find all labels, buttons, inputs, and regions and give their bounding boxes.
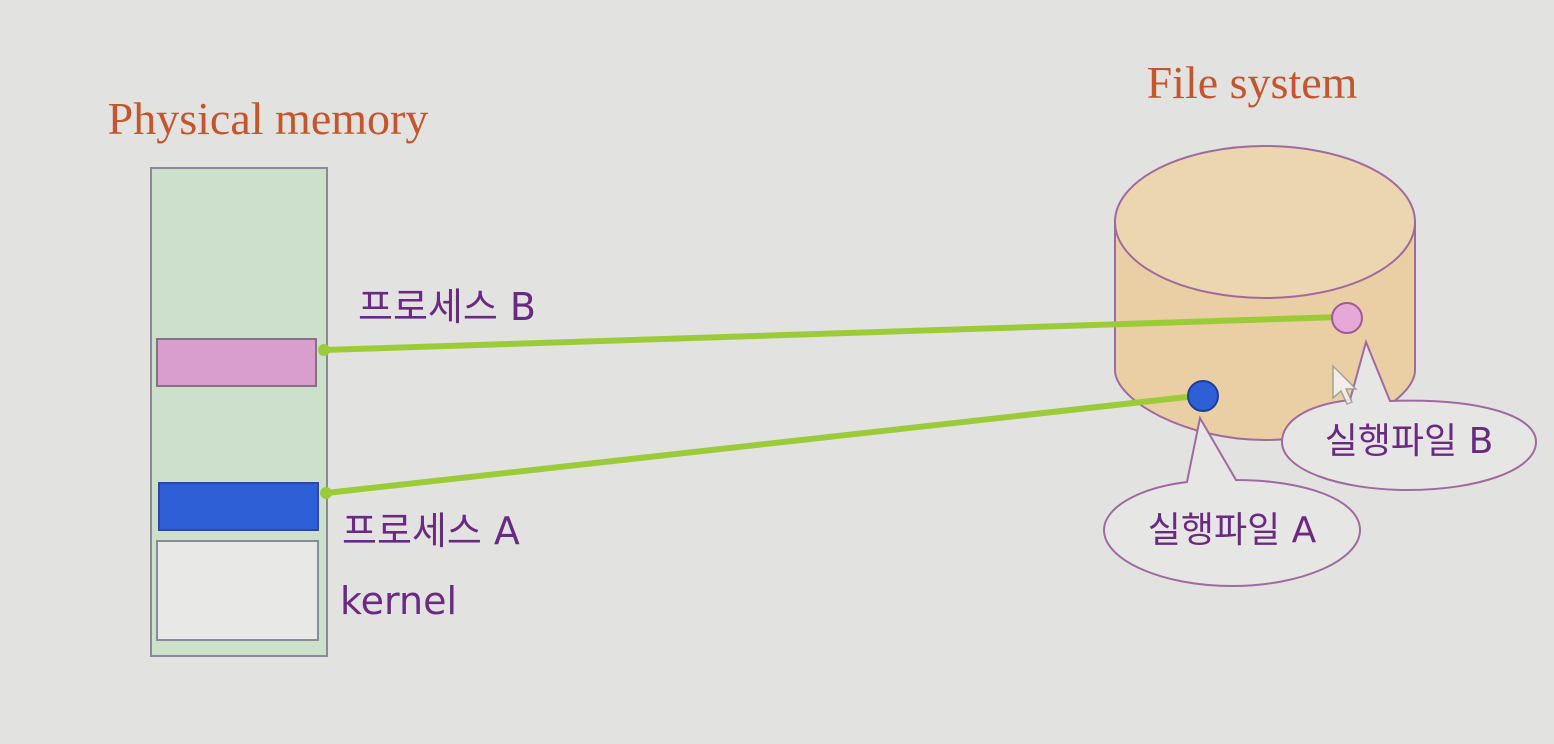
exec-b-label: 실행파일 B: [1325, 421, 1494, 462]
process-a-block: [158, 482, 319, 531]
callout-exec-b-bubble: [1280, 338, 1538, 492]
connector-b-end: [318, 344, 330, 356]
disk-top: [1114, 145, 1416, 299]
process-b-label: 프로세스 B: [358, 285, 536, 329]
callout-exec-a: 실행파일 A: [1102, 415, 1362, 588]
mouse-cursor-icon: [1332, 364, 1358, 405]
exec-file-b-dot: [1331, 302, 1363, 334]
callout-exec-a-bubble: [1102, 415, 1362, 588]
callout-exec-b: 실행파일 B: [1280, 338, 1538, 492]
connector-a-end: [320, 487, 332, 499]
process-b-block: [156, 338, 317, 387]
connector-b: [321, 314, 1343, 353]
connector-a: [323, 393, 1199, 496]
filesystem-title: File system: [1147, 57, 1358, 108]
exec-file-a-dot: [1187, 380, 1219, 412]
kernel-block: [156, 540, 319, 641]
kernel-label: kernel: [340, 579, 457, 623]
exec-a-label: 실행파일 A: [1148, 510, 1317, 551]
memory-title: Physical memory: [108, 93, 429, 144]
process-a-label: 프로세스 A: [342, 509, 520, 553]
